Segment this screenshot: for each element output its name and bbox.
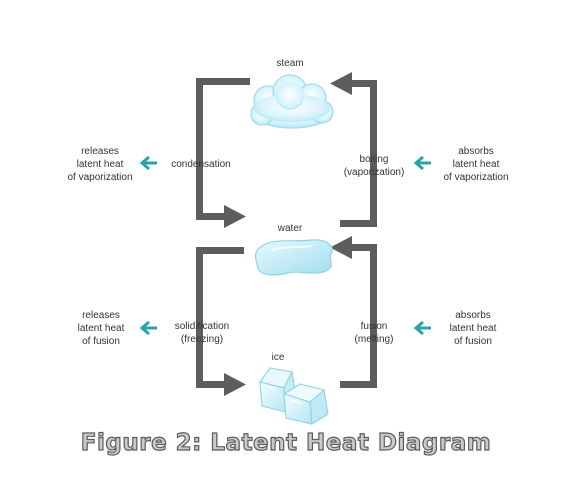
- boiling-arrow: [330, 72, 377, 227]
- heat-note-solidification: releases latent heat of fusion: [77, 310, 125, 347]
- process-label-fusion: fusion (melting): [354, 321, 394, 345]
- heat-note-condensation: releases latent heat of vaporization: [67, 146, 133, 183]
- process-label-solidification: solidification (freezing): [174, 321, 230, 345]
- process-label-condensation: condensation: [171, 159, 231, 170]
- fusion-arrow: [330, 236, 377, 388]
- teal-arrow-boiling: [413, 155, 431, 171]
- water-puddle-icon: [254, 239, 333, 276]
- teal-arrow-fusion: [413, 320, 431, 336]
- state-label-ice: ice: [271, 352, 285, 363]
- ice-cubes-icon: [259, 367, 329, 425]
- heat-note-fusion: absorbs latent heat of fusion: [449, 310, 497, 347]
- state-label-steam: steam: [276, 58, 304, 69]
- condensation-arrow: [196, 78, 250, 228]
- solidification-arrow: [196, 247, 246, 396]
- figure-title: Figure 2: Latent Heat Diagram: [80, 429, 492, 456]
- state-label-water: water: [277, 223, 303, 234]
- teal-arrow-condensation: [139, 155, 157, 171]
- teal-arrow-solidification: [139, 320, 157, 336]
- process-label-boiling: boiling (vaporization): [343, 154, 405, 178]
- heat-note-boiling: absorbs latent heat of vaporization: [443, 146, 509, 183]
